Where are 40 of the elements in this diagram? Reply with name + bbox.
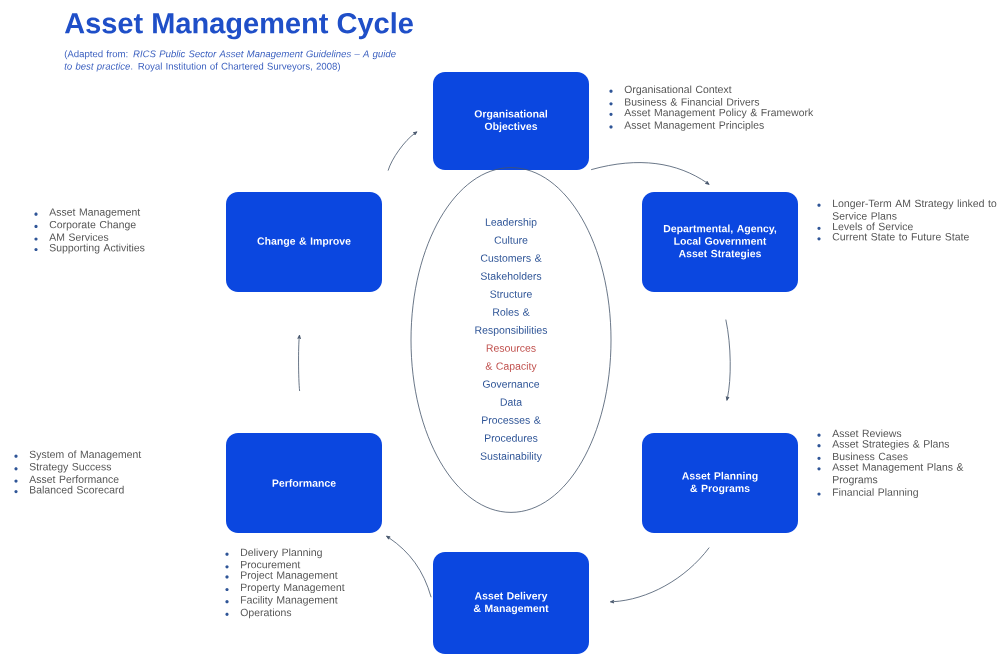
list-item: Asset Performance [29, 475, 119, 483]
list-item: Facility Management [241, 595, 338, 606]
list-item: Supporting Activities [49, 243, 145, 254]
list-item: Project Management [241, 571, 338, 581]
arrow [386, 535, 432, 598]
list-item: Financial Planning [833, 488, 918, 498]
list-item: Asset Management Principles [624, 121, 764, 131]
list-item: Longer-Term AM Strategy linked to Service Plans [832, 199, 997, 220]
process-box: Change & Improve [226, 192, 382, 292]
list-item: Property Management [241, 583, 345, 594]
process-box: Departmental, Agency, Local Government Asset Strategies [642, 192, 798, 292]
list-item: Corporate Change [49, 220, 136, 231]
arrow [590, 162, 710, 185]
process-box: Performance [226, 433, 382, 533]
process-box: Organisational Objectives [433, 72, 589, 170]
list-item: Asset Management [49, 208, 141, 218]
arrow [725, 319, 731, 401]
list-item: Business & Financial Drivers [625, 98, 760, 106]
list-item: System of Management [29, 450, 142, 461]
list-item: Strategy Success [29, 463, 112, 473]
title: Asset Management Cycle [64, 12, 413, 40]
list-item: Delivery Planning [241, 548, 322, 559]
list-item: AM Services [49, 233, 109, 241]
source-note: (Adapted from: RICS Public Sector Asset Management Guidelines – A guide to best practice. Royal Institution of Chartered Surveyors, 2008) [64, 50, 396, 72]
list-item: Asset Reviews [832, 429, 902, 438]
arrow [609, 547, 710, 604]
list-item: Operations [240, 608, 292, 619]
list-item: Asset Management Plans & Programs [832, 463, 964, 486]
list-item: Asset Management Policy & Framework [624, 108, 814, 119]
list-item: Levels of Service [833, 222, 913, 231]
list-item: Procurement [241, 561, 301, 569]
list-item: Business Cases [833, 452, 908, 461]
arrow [387, 131, 418, 171]
process-box: Asset Delivery & Management [433, 552, 589, 654]
list-item: Current State to Future State [832, 233, 969, 241]
list-item: Balanced Scorecard [30, 485, 124, 494]
list-item: Asset Strategies & Plans [832, 439, 950, 450]
arrow [297, 334, 301, 392]
process-box: Asset Planning & Programs [642, 433, 798, 533]
list-item: Organisational Context [624, 85, 732, 96]
